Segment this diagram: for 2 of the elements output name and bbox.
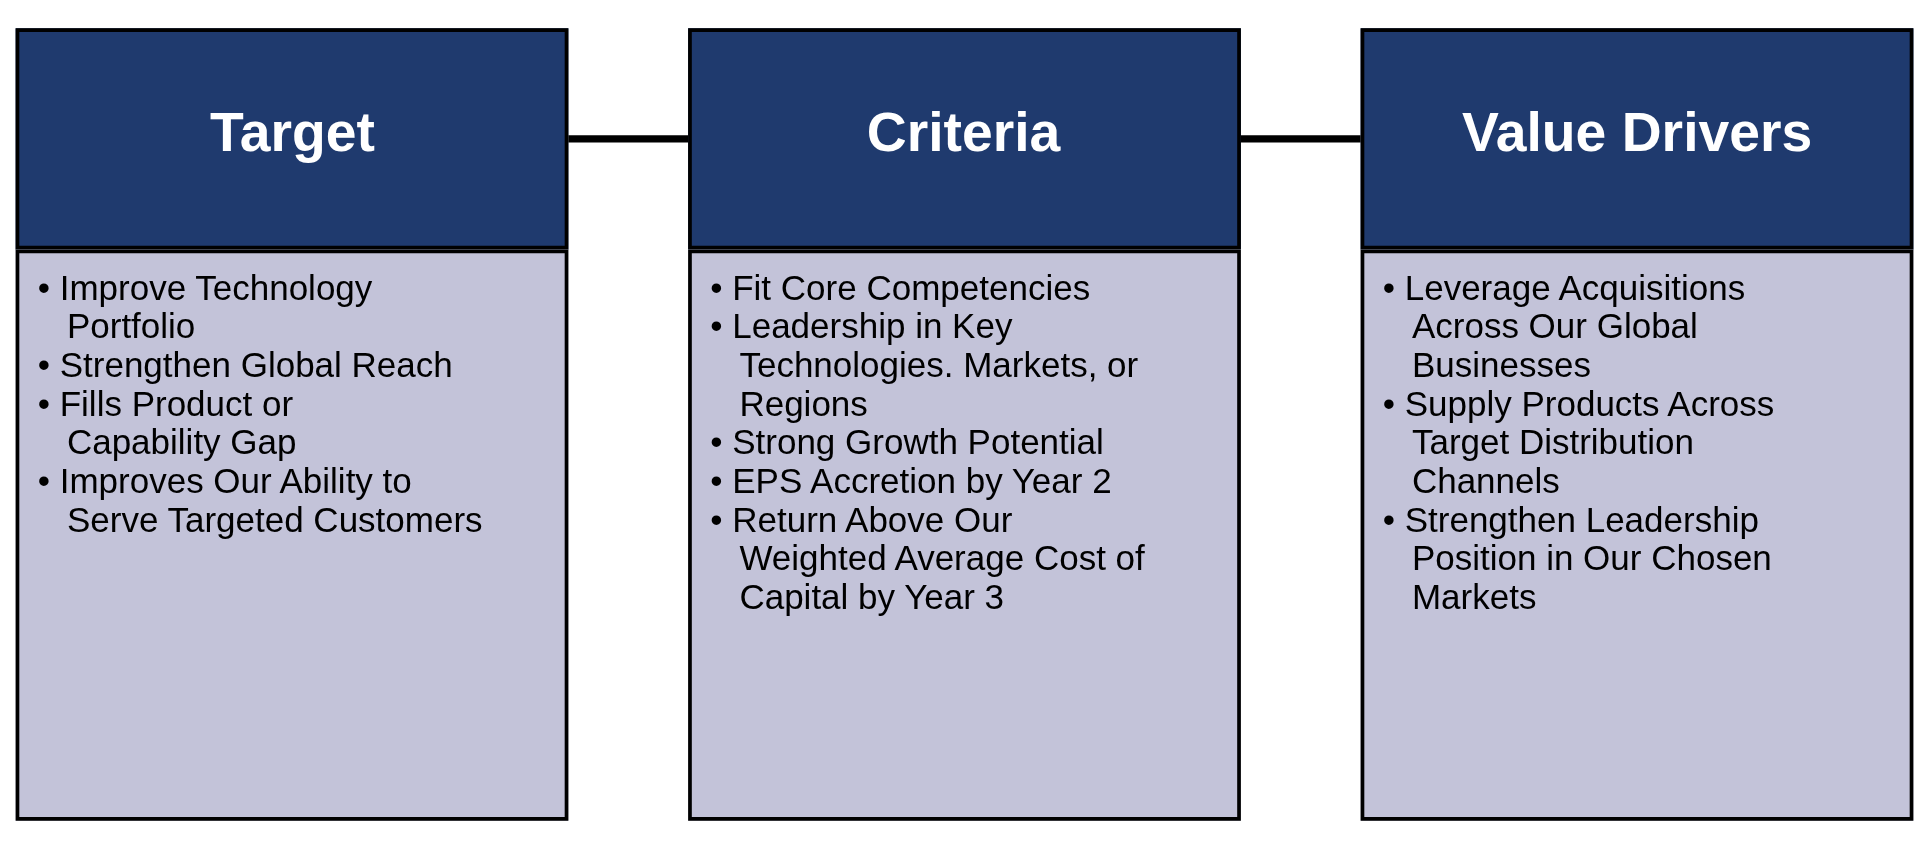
connector bbox=[568, 134, 689, 143]
connector bbox=[1240, 134, 1361, 143]
